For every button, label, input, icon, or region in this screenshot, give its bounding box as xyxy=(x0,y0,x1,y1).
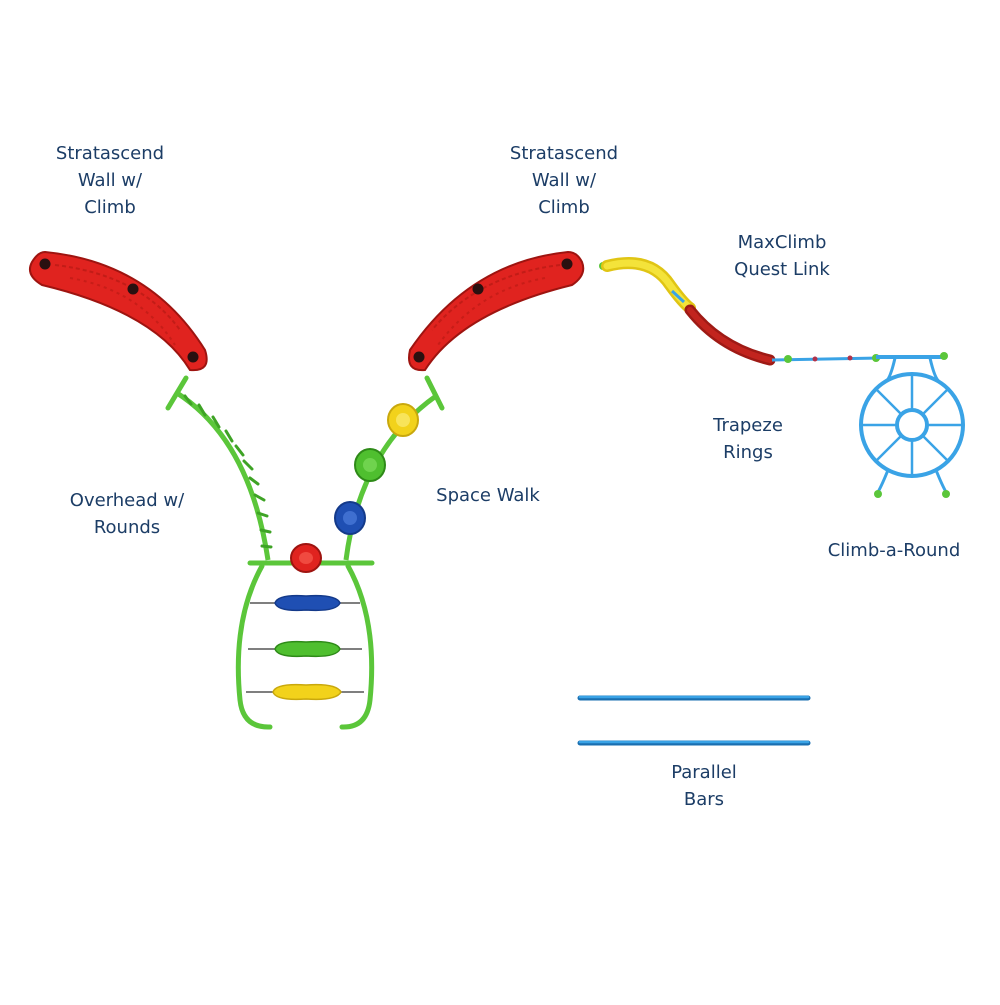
parallel-bars xyxy=(577,695,811,746)
label-stratascend-wall-right: Stratascend Wall w/ Climb xyxy=(484,140,644,221)
label-overhead-with-rounds: Overhead w/ Rounds xyxy=(57,487,197,541)
label-line: MaxClimb xyxy=(737,232,827,253)
label-line: Stratascend xyxy=(55,143,165,164)
space-walk xyxy=(334,375,445,561)
label-line: Quest Link xyxy=(734,259,830,280)
label-line: Rounds xyxy=(93,517,161,538)
trapeze-rings xyxy=(771,354,881,363)
label-maxclimb-quest-link: MaxClimb Quest Link xyxy=(712,229,852,283)
label-line: Wall w/ xyxy=(531,170,597,191)
stratascend-wall-left xyxy=(29,250,208,372)
label-line: Wall w/ xyxy=(77,170,143,191)
label-line: Overhead w/ xyxy=(69,490,185,511)
label-trapeze-rings: Trapeze Rings xyxy=(688,412,808,466)
stratascend-wall-right xyxy=(408,250,585,372)
climb-a-round xyxy=(859,352,965,498)
label-line: Parallel xyxy=(671,762,737,783)
label-parallel-bars: Parallel Bars xyxy=(654,759,754,813)
label-space-walk: Space Walk xyxy=(423,482,553,509)
label-line: Bars xyxy=(683,789,725,810)
label-line: Climb xyxy=(84,197,136,218)
label-line: Climb-a-Round xyxy=(827,540,961,561)
ladder-frame xyxy=(235,543,375,730)
label-stratascend-wall-left: Stratascend Wall w/ Climb xyxy=(30,140,190,221)
label-line: Rings xyxy=(723,442,773,463)
overhead-with-rounds xyxy=(165,375,273,561)
label-line: Stratascend xyxy=(509,143,619,164)
maxclimb-quest-link xyxy=(599,257,776,366)
label-line: Trapeze xyxy=(713,415,783,436)
label-line: Climb xyxy=(538,197,590,218)
label-line: Space Walk xyxy=(436,485,540,506)
label-climb-a-round: Climb-a-Round xyxy=(813,537,975,564)
